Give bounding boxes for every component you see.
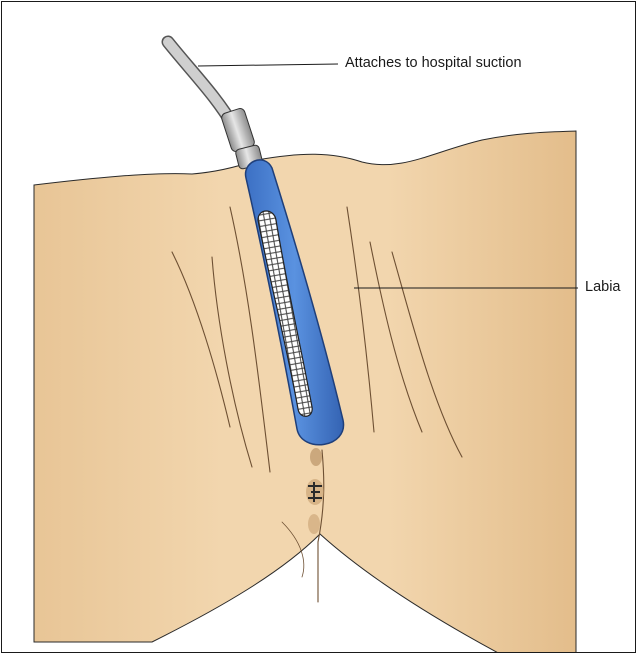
labia-label: Labia — [585, 280, 620, 295]
suction-label: Attaches to hospital suction — [345, 56, 522, 71]
anus-marking — [306, 479, 324, 505]
suction-leader-line — [198, 64, 338, 66]
